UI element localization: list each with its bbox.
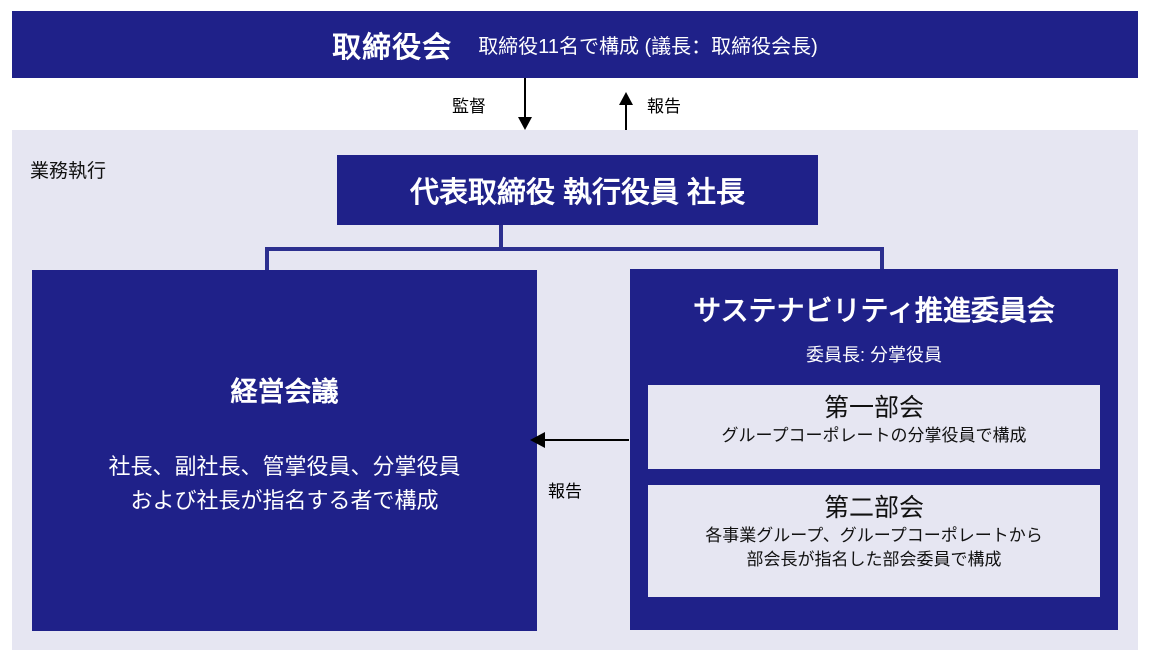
board-of-directors-composition: 取締役11名で構成 (議長：取締役会長) [478, 36, 818, 58]
management-meeting-body: 社長、副社長、管掌役員、分掌役員 および社長が指名する者で構成 [32, 450, 537, 518]
subcommittee-card-first: 第一部会 グループコーポレートの分掌役員で構成 [648, 385, 1100, 469]
subcommittee-first-name: 第一部会 [823, 394, 924, 422]
connector-left-branch [265, 247, 269, 272]
business-execution-label: 業務執行 [30, 161, 107, 182]
board-of-directors-title: 取締役会 [332, 31, 453, 64]
board-of-directors-box: 取締役会 取締役11名で構成 (議長：取締役会長) [12, 11, 1138, 78]
supervision-arrowhead-icon [518, 117, 532, 130]
report-arrow-label-middle: 報告 [548, 482, 582, 501]
subcommittee-second-desc-line-2: 部会長が指名した部会委員で構成 [746, 550, 1002, 570]
supervision-arrow-line [524, 78, 526, 120]
sustainability-committee-box: サステナビリティ推進委員会 委員長: 分掌役員 第一部会 グループコーポレートの… [630, 269, 1118, 630]
report-arrowhead-icon [619, 92, 633, 105]
connector-horizontal-bar [265, 247, 884, 251]
supervision-arrow-label: 監督 [452, 97, 486, 116]
subcommittee-second-name: 第二部会 [823, 494, 924, 522]
management-meeting-title: 経営会議 [230, 377, 339, 407]
report-middle-arrow-line [545, 439, 629, 441]
subcommittee-second-desc-line-1: 各事業グループ、グループコーポレートから [705, 526, 1043, 545]
sustainability-committee-chair: 委員長: 分掌役員 [805, 345, 942, 365]
subcommittee-card-second: 第二部会 各事業グループ、グループコーポレートから 部会長が指名した部会委員で構… [648, 485, 1100, 597]
connector-president-stem [499, 225, 503, 251]
report-arrow-label-top: 報告 [647, 97, 681, 116]
report-arrow-line [625, 102, 627, 130]
sustainability-committee-title: サステナビリティ推進委員会 [693, 295, 1055, 326]
management-meeting-box: 経営会議 社長、副社長、管掌役員、分掌役員 および社長が指名する者で構成 [32, 270, 537, 631]
president-title: 代表取締役 執行役員 社長 [409, 177, 746, 209]
president-box: 代表取締役 執行役員 社長 [337, 155, 818, 225]
subcommittee-first-desc-line-1: グループコーポレートの分掌役員で構成 [721, 426, 1027, 445]
connector-right-branch [880, 247, 884, 272]
management-meeting-body-line-2: および社長が指名する者で構成 [130, 488, 439, 514]
management-meeting-body-line-1: 社長、副社長、管掌役員、分掌役員 [108, 454, 461, 479]
report-middle-arrowhead-icon [530, 432, 545, 448]
